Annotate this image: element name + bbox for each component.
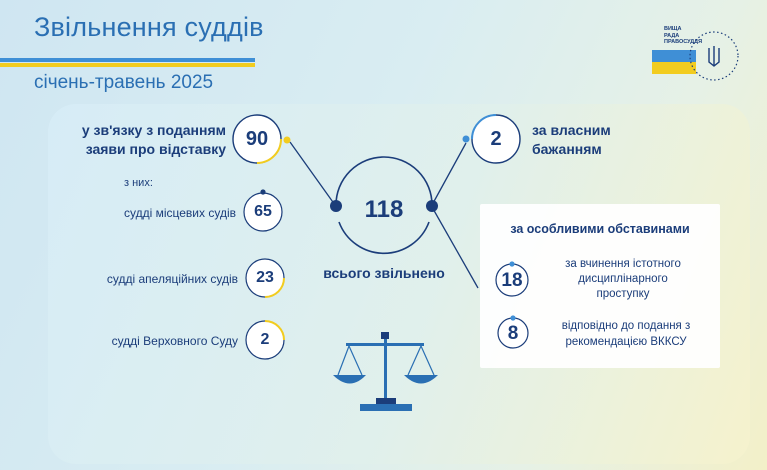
- local-courts-label: судді місцевих судів: [124, 206, 236, 220]
- own-will-label-line-1: за власним: [532, 122, 611, 138]
- appeal-courts-label: судді апеляційних судів: [106, 272, 238, 286]
- special-title: за особливими обставинами: [510, 222, 690, 236]
- connector-own-will: [431, 142, 467, 206]
- vkksu-label-line-2: рекомендацією ВККСУ: [565, 336, 687, 348]
- local-courts-node: [260, 189, 266, 195]
- supreme-court-label: судді Верховного Суду: [111, 334, 238, 348]
- total-arc-bottom: [338, 221, 430, 255]
- logo-text: ВИЩА РАДА ПРАВОСУДДЯ: [664, 26, 704, 46]
- connector-special: [431, 206, 479, 289]
- disciplinary-label: за вчинення істотного дисциплінарного пр…: [538, 257, 708, 302]
- period-subtitle: січень-травень 2025: [34, 72, 214, 93]
- logo-line-3: ПРАВОСУДДЯ: [664, 39, 703, 45]
- resignation-label-line-2: заяви про відставку: [85, 141, 226, 157]
- resignation-label: у зв'язку з поданням заяви про відставку: [60, 121, 226, 159]
- page-title: Звільнення суддів: [34, 12, 264, 42]
- own-will-label-line-2: бажанням: [532, 141, 602, 157]
- title-stripe-blue: [0, 58, 255, 62]
- supreme-court-accent: [264, 320, 285, 341]
- vkksu-label: відповідно до подання з рекомендацією ВК…: [536, 318, 716, 350]
- resignation-circle-accent: [256, 138, 282, 164]
- total-node-right: [426, 200, 438, 212]
- disciplinary-node: [509, 261, 515, 267]
- own-will-circle-accent: [471, 114, 497, 140]
- total-label: всього звільнено: [323, 265, 445, 281]
- total-node-left: [330, 200, 342, 212]
- vkksu-value: 8: [507, 323, 519, 344]
- appeal-courts-accent: [264, 277, 285, 298]
- resignation-label-line-1: у зв'язку з поданням: [81, 122, 226, 138]
- disciplinary-label-line-3: проступку: [596, 288, 650, 300]
- hcj-logo-icon: [652, 31, 739, 81]
- disciplinary-label-line-2: дисциплінарного: [578, 273, 668, 285]
- scales-icon: [333, 332, 438, 411]
- logo-line-1: ВИЩА: [664, 26, 682, 32]
- own-will-value: 2: [490, 128, 502, 150]
- resignation-value: 90: [245, 128, 269, 150]
- disciplinary-value: 18: [501, 270, 523, 291]
- own-will-node: [462, 135, 470, 143]
- title-stripe-yellow: [0, 63, 255, 67]
- disciplinary-label-line-1: за вчинення істотного: [565, 258, 681, 270]
- logo-line-2: РАДА: [664, 32, 680, 39]
- supreme-court-value: 2: [260, 331, 270, 348]
- resignation-node: [283, 136, 291, 144]
- appeal-courts-value: 23: [256, 269, 274, 286]
- local-courts-value: 65: [254, 203, 272, 220]
- total-value: 118: [364, 196, 404, 223]
- total-arc-top: [335, 156, 433, 206]
- connector-resignation: [289, 141, 336, 206]
- of-which-label: з них:: [124, 177, 153, 189]
- vkksu-node: [510, 315, 516, 321]
- vkksu-label-line-1: відповідно до подання з: [561, 320, 691, 332]
- own-will-label: за власним бажанням: [532, 121, 611, 159]
